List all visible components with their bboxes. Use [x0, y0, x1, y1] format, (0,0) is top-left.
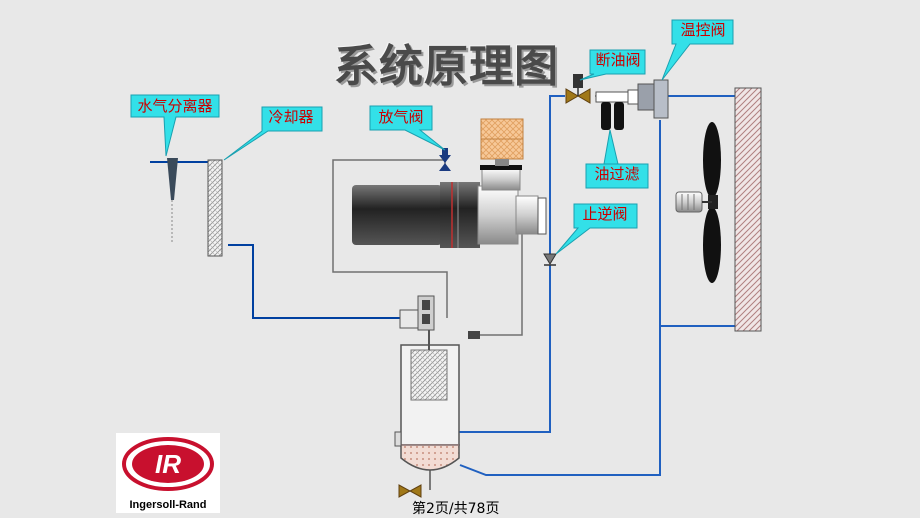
- logo-mark: IR: [122, 437, 214, 491]
- svg-text:IR: IR: [155, 449, 181, 479]
- label-check-valve: 止逆阀: [582, 205, 628, 223]
- callout-oil-cutoff: [579, 49, 646, 81]
- label-oil-cutoff-valve: 断油阀: [595, 51, 641, 69]
- check-valve: [543, 253, 557, 266]
- air-filter: [480, 118, 524, 166]
- cooling-fan: [675, 122, 721, 283]
- callout-vent-valve: [369, 105, 446, 151]
- vent-valve: [439, 148, 451, 171]
- label-vent-valve: 放气阀: [378, 108, 424, 126]
- thermo-valve: [637, 79, 669, 119]
- radiator: [734, 87, 762, 332]
- callout-cooler: [223, 106, 323, 161]
- label-cooler: 冷却器: [268, 108, 314, 126]
- motor-compressor: [352, 165, 547, 248]
- label-thermo-valve: 温控阀: [680, 21, 726, 39]
- separator-tank: [394, 330, 460, 490]
- water-separator: [167, 158, 178, 242]
- callout-oil-filter: [585, 129, 649, 189]
- min-pressure-valve: [399, 295, 435, 331]
- callout-water-separator: [130, 94, 220, 157]
- callout-check-valve: [555, 203, 638, 255]
- oil-filter: [595, 89, 641, 130]
- callout-thermo-valve: [661, 19, 734, 81]
- cooler: [207, 159, 223, 257]
- oil-cutoff-valve: [565, 74, 591, 104]
- logo-wordmark: Ingersoll-Rand: [129, 499, 207, 511]
- sensor-block: [468, 331, 480, 339]
- label-water-separator: 水气分离器: [137, 97, 213, 115]
- drain-valve: [398, 484, 422, 498]
- page-footer: 第2页/共78页: [412, 501, 500, 517]
- callouts: [130, 19, 734, 255]
- page-title: 系统原理图: [334, 41, 559, 92]
- label-oil-filter: 油过滤: [594, 165, 640, 183]
- ingersoll-rand-logo: IR Ingersoll-Rand: [116, 433, 220, 513]
